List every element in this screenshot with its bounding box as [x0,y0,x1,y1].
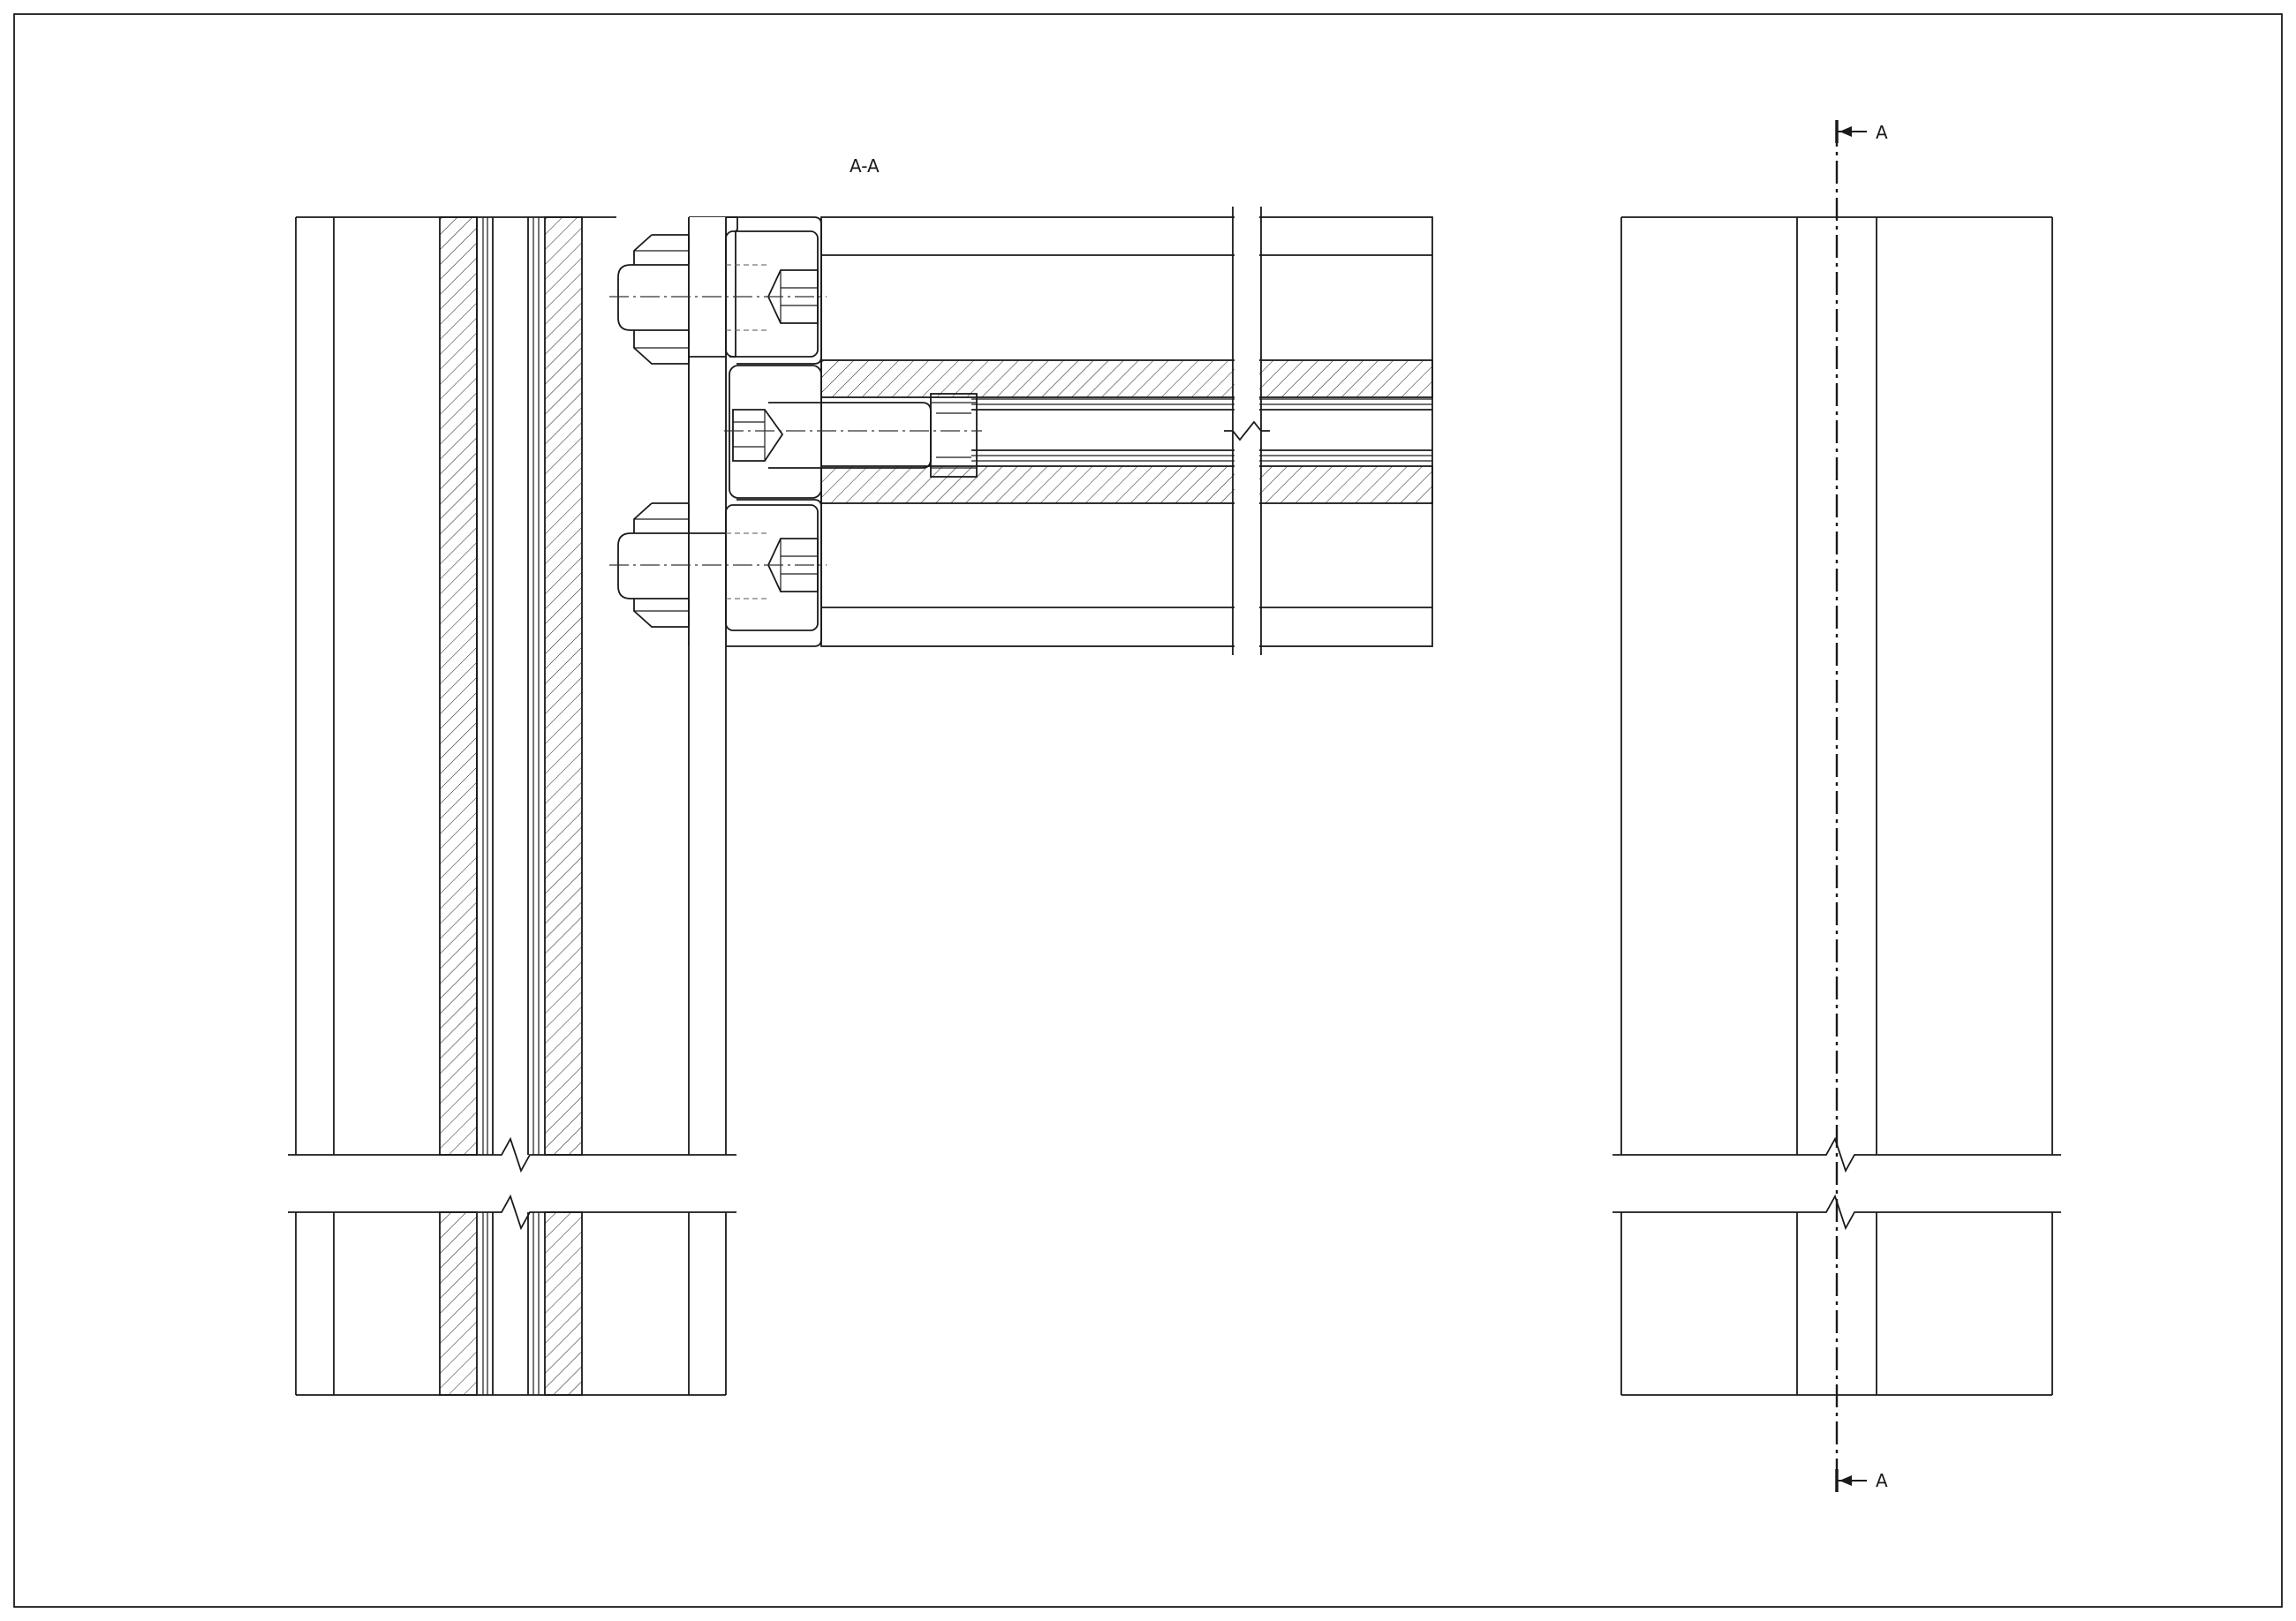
cut-label-top: A [1876,122,1888,143]
beam-hatch-bottom [820,465,1433,504]
hatched-wall-right [544,216,583,1156]
section-view: A-A [287,155,1433,1396]
elevation-view: A A [1612,120,2061,1492]
section-marker-bottom: A [1835,1469,1888,1492]
section-marker-top: A [1835,120,1888,143]
horizontal-beam [820,203,1433,662]
cut-label-bottom: A [1876,1470,1888,1491]
hex-socket-bolt-icon [724,393,982,478]
section-title: A-A [850,155,880,177]
corner-connector [688,216,822,647]
section-arrow-icon [1839,126,1852,137]
vertical-profile-lower [295,1211,727,1396]
section-arrow-icon [1839,1475,1852,1486]
break-line-icon [1612,1136,2061,1231]
drawing-border [13,13,2283,1608]
hex-socket-bolt-icon [609,230,827,365]
break-line-icon [1224,420,1270,441]
hatched-wall-left [439,216,478,1156]
hex-socket-bolt-icon [609,502,827,631]
vertical-profile-upper [295,216,727,1156]
beam-hatch-top [820,359,1433,398]
